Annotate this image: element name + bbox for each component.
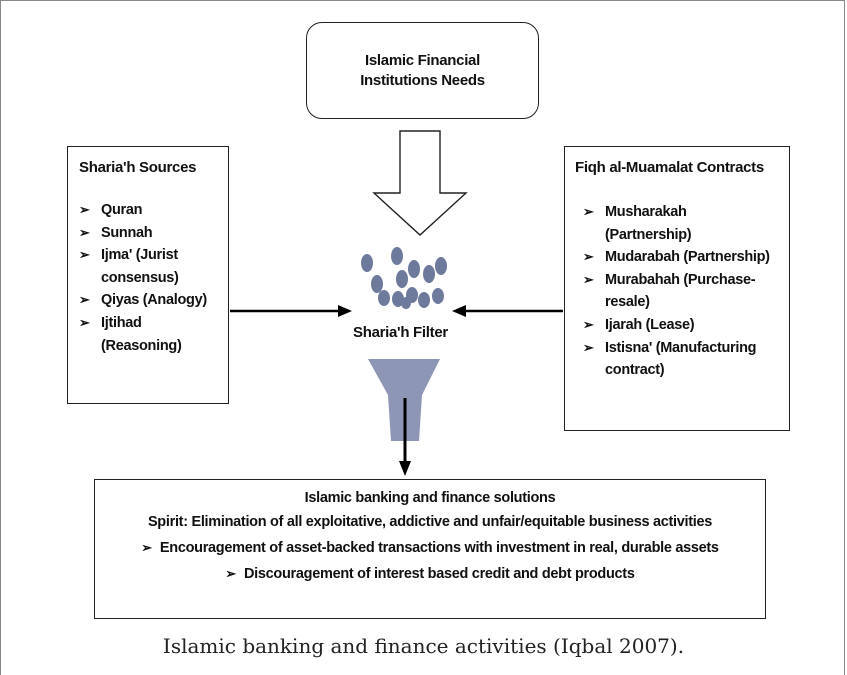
bullet-arrow-icon: ➢: [583, 249, 594, 265]
solutions-point-2: ➢Discouragement of interest based credit…: [225, 566, 635, 582]
fiqh-contracts-box: Fiqh al-Muamalat Contracts ➢Musharakah (…: [564, 146, 790, 431]
bullet-arrow-icon: ➢: [583, 271, 594, 287]
list-item-continued: consensus): [101, 269, 179, 286]
list-item: ➢Ijarah (Lease): [583, 314, 789, 337]
sharia-filter-label: Sharia'h Filter: [353, 324, 448, 341]
bullet-arrow-icon: ➢: [79, 247, 90, 263]
hollow-down-arrow: [372, 130, 468, 236]
bullet-arrow-icon: ➢: [583, 339, 594, 355]
bullet-arrow-icon: ➢: [225, 566, 236, 581]
arrow-solutions-head: [399, 461, 411, 476]
solutions-spirit: Spirit: Elimination of all exploitative,…: [147, 514, 713, 530]
bullet-arrow-icon: ➢: [79, 202, 90, 217]
list-item: ➢Quran: [79, 199, 227, 222]
list-item: ➢Istisna' (Manufacturing: [583, 337, 789, 360]
list-item: ➢Qiyas (Analogy): [79, 289, 227, 312]
list-item: ➢Murabahah (Purchase-: [583, 269, 789, 292]
list-item: ➢Musharakah: [583, 201, 789, 224]
needs-box: Islamic Financial Institutions Needs: [306, 22, 539, 119]
list-item: ➢Mudarabah (Partnership): [583, 246, 789, 269]
sharia-sources-box: Sharia'h Sources ➢Quran ➢Sunnah ➢Ijma' (…: [67, 146, 229, 404]
sharia-sources-title: Sharia'h Sources: [79, 159, 197, 176]
solutions-box: Islamic banking and finance solutions Sp…: [94, 479, 766, 619]
solutions-point-1: ➢Encouragement of asset-backed transacti…: [141, 540, 719, 556]
fiqh-contracts-title: Fiqh al-Muamalat Contracts: [575, 159, 764, 176]
arrow-left-head: [338, 305, 352, 317]
bullet-arrow-icon: ➢: [583, 204, 594, 219]
list-item-continued: resale): [605, 294, 650, 311]
solutions-title: Islamic banking and finance solutions: [304, 490, 556, 506]
list-item-continued: (Partnership): [605, 226, 692, 243]
fiqh-contracts-list: ➢Musharakah (Partnership) ➢Mudarabah (Pa…: [583, 201, 789, 382]
list-item: ➢Ijtihad: [79, 312, 227, 335]
bullet-arrow-icon: ➢: [79, 314, 90, 330]
sharia-sources-list: ➢Quran ➢Sunnah ➢Ijma' (Jurist consensus)…: [79, 199, 227, 357]
bullet-arrow-icon: ➢: [79, 224, 90, 240]
bullet-arrow-icon: ➢: [141, 540, 152, 555]
list-item: ➢Ijma' (Jurist: [79, 244, 227, 267]
bullet-arrow-icon: ➢: [583, 316, 594, 332]
bullet-arrow-icon: ➢: [79, 292, 90, 308]
list-item: ➢Sunnah: [79, 222, 227, 245]
list-item-continued: (Reasoning): [101, 337, 182, 354]
arrow-right-head: [452, 305, 466, 317]
figure-caption: Islamic banking and finance activities (…: [162, 634, 685, 658]
list-item-continued: contract): [605, 362, 665, 379]
needs-line2: Institutions Needs: [360, 71, 485, 89]
filter-bubbles: [361, 247, 447, 309]
needs-line1: Islamic Financial: [365, 51, 480, 69]
